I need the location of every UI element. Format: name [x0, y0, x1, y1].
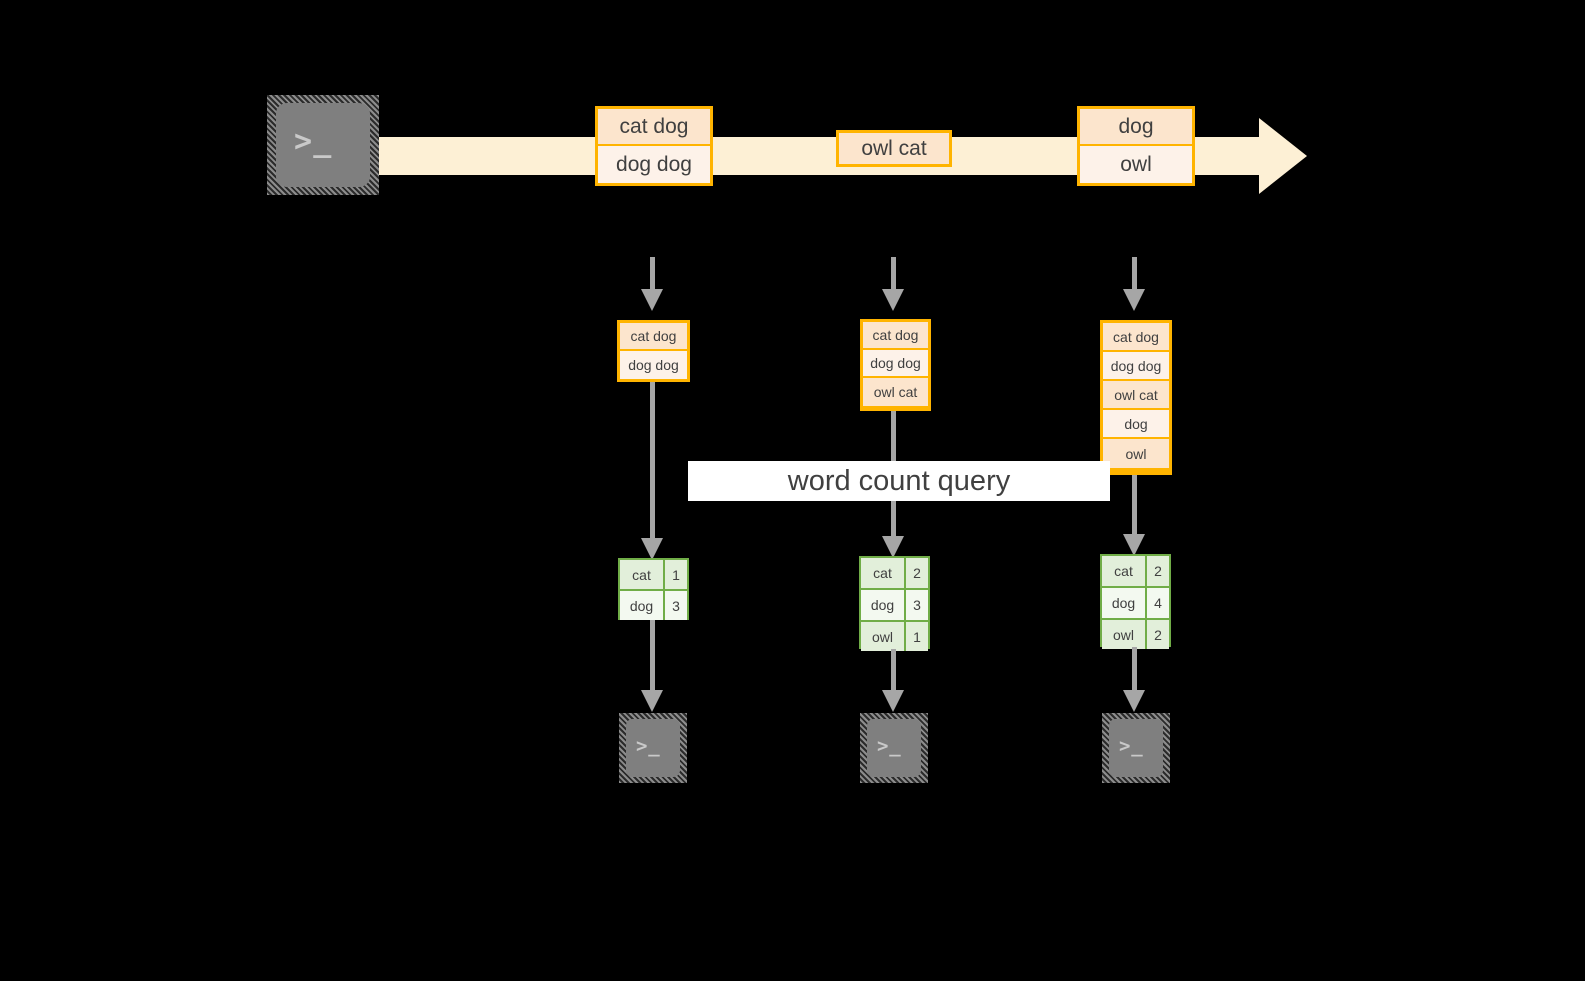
snapshot-1-count-table: cat 1 dog 3 [618, 558, 689, 620]
count-value: 4 [1147, 588, 1169, 618]
count-value: 3 [906, 590, 928, 620]
input-record: dog [1103, 410, 1169, 439]
snapshot-1-query-arrowhead [641, 538, 663, 560]
input-record: dog dog [1103, 352, 1169, 381]
snapshot-trigger-dash [650, 257, 655, 289]
terminal-prompt: >_ [294, 124, 333, 159]
terminal-screen [1109, 719, 1163, 777]
snapshot-2-input-stack: cat dog dog dog owl cat [860, 319, 931, 411]
snapshot-3-sink-terminal-icon[interactable]: >_ [1102, 713, 1170, 783]
snapshot-trigger-arrowhead [641, 289, 663, 311]
input-record: cat dog [1103, 323, 1169, 352]
count-row: dog 4 [1102, 588, 1169, 620]
count-value: 2 [1147, 620, 1169, 649]
terminal-screen [276, 103, 370, 187]
snapshot-trigger-arrowhead [882, 289, 904, 311]
count-row: cat 1 [620, 560, 687, 591]
count-value: 1 [665, 560, 687, 589]
count-row: cat 2 [1102, 556, 1169, 588]
terminal-screen [867, 719, 921, 777]
snapshot-3-sink-edge [1132, 647, 1137, 694]
count-row: cat 2 [861, 558, 928, 590]
snapshot-2-sink-edge [891, 649, 896, 694]
stream-group-2: owl cat [836, 130, 952, 167]
terminal-prompt: >_ [877, 735, 902, 757]
stream-group-3: dog owl [1077, 106, 1195, 186]
snapshot-3-sink-arrowhead [1123, 690, 1145, 712]
input-record: owl cat [863, 378, 928, 406]
snapshot-1-sink-arrowhead [641, 690, 663, 712]
stream-group-1: cat dog dog dog [595, 106, 713, 186]
stream-record: owl cat [839, 133, 949, 164]
count-row: dog 3 [620, 591, 687, 620]
snapshot-1-query-edge [650, 382, 655, 543]
snapshot-2-sink-terminal-icon[interactable]: >_ [860, 713, 928, 783]
terminal-prompt: >_ [1119, 735, 1144, 757]
snapshot-1-sink-edge [650, 620, 655, 694]
snapshot-3-query-edge [1132, 475, 1137, 539]
stream-arrow-head [1259, 118, 1307, 194]
input-record: dog dog [620, 351, 687, 379]
stream-record: owl [1080, 146, 1192, 183]
stream-record: dog dog [598, 146, 710, 183]
snapshot-trigger-arrowhead [1123, 289, 1145, 311]
count-row: owl 2 [1102, 620, 1169, 649]
count-value: 3 [665, 591, 687, 620]
input-record: owl cat [1103, 381, 1169, 410]
count-value: 2 [1147, 556, 1169, 586]
count-value: 2 [906, 558, 928, 588]
stream-record: dog [1080, 109, 1192, 146]
count-word: owl [1102, 620, 1147, 649]
count-word: dog [861, 590, 906, 620]
count-word: dog [620, 591, 665, 620]
count-word: owl [861, 622, 906, 651]
query-label: word count query [688, 461, 1110, 501]
terminal-screen [626, 719, 680, 777]
count-row: dog 3 [861, 590, 928, 622]
count-row: owl 1 [861, 622, 928, 651]
snapshot-3-query-arrowhead [1123, 534, 1145, 556]
input-record: cat dog [620, 323, 687, 351]
snapshot-3-count-table: cat 2 dog 4 owl 2 [1100, 554, 1171, 649]
snapshot-2-count-table: cat 2 dog 3 owl 1 [859, 556, 930, 651]
snapshot-3-input-stack: cat dog dog dog owl cat dog owl [1100, 320, 1172, 475]
snapshot-1-sink-terminal-icon[interactable]: >_ [619, 713, 687, 783]
snapshot-trigger-dash [891, 257, 896, 289]
snapshot-2-query-arrowhead [882, 536, 904, 558]
count-word: cat [861, 558, 906, 588]
snapshot-trigger-dash [1132, 257, 1137, 289]
input-record: cat dog [863, 322, 928, 350]
snapshot-2-sink-arrowhead [882, 690, 904, 712]
snapshot-1-input-stack: cat dog dog dog [617, 320, 690, 382]
count-value: 1 [906, 622, 928, 651]
terminal-prompt: >_ [636, 735, 661, 757]
count-word: dog [1102, 588, 1147, 618]
source-terminal-icon[interactable]: >_ [267, 95, 379, 195]
input-record: dog dog [863, 350, 928, 378]
count-word: cat [1102, 556, 1147, 586]
input-record: owl [1103, 439, 1169, 468]
stream-record: cat dog [598, 109, 710, 146]
count-word: cat [620, 560, 665, 589]
